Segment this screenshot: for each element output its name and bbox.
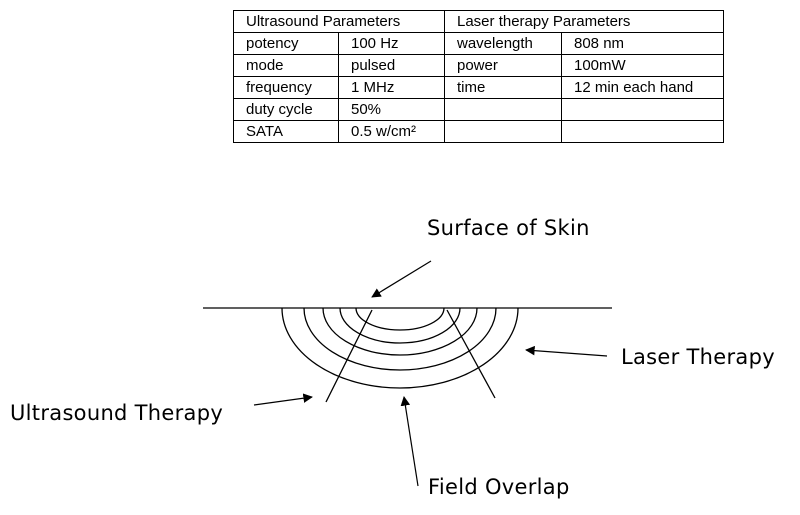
ultrasound-therapy-label: Ultrasound Therapy xyxy=(10,401,224,425)
table-row: potency 100 Hz wavelength 808 nm xyxy=(233,32,724,55)
table-row: frequency 1 MHz time 12 min each hand xyxy=(233,76,724,99)
field-overlap-label: Field Overlap xyxy=(428,475,570,499)
ultrasound-beam-left-line xyxy=(325,309,373,403)
laser-arc xyxy=(355,307,445,331)
laser-arc xyxy=(281,307,519,389)
laser-therapy-label: Laser Therapy xyxy=(621,345,775,369)
table-row: SATA 0.5 w/cm² xyxy=(233,120,724,143)
laser-arc xyxy=(303,307,497,371)
ultrasound-parameters-header: Ultrasound Parameters xyxy=(233,10,445,33)
surface-arrow xyxy=(371,260,432,298)
laser-param-cell: wavelength xyxy=(444,32,562,55)
laser-value-cell xyxy=(561,120,724,143)
overlap-arrow xyxy=(400,396,419,487)
ultrasound-param-cell: duty cycle xyxy=(233,98,339,121)
laser-param-cell: time xyxy=(444,76,562,99)
laser-value-cell: 12 min each hand xyxy=(561,76,724,99)
ultrasound-beam-right-line xyxy=(446,309,496,399)
ultrasound-param-cell: SATA xyxy=(233,120,339,143)
laser-arrow xyxy=(525,345,608,357)
ultrasound-value-cell: 50% xyxy=(338,98,445,121)
ultrasound-value-cell: 0.5 w/cm² xyxy=(338,120,445,143)
table-row: duty cycle 50% xyxy=(233,98,724,121)
parameters-table: Ultrasound Parameters Laser therapy Para… xyxy=(233,10,724,143)
laser-arc xyxy=(322,307,478,356)
ultrasound-arrow xyxy=(253,393,313,406)
surface-of-skin-label: Surface of Skin xyxy=(427,216,590,240)
